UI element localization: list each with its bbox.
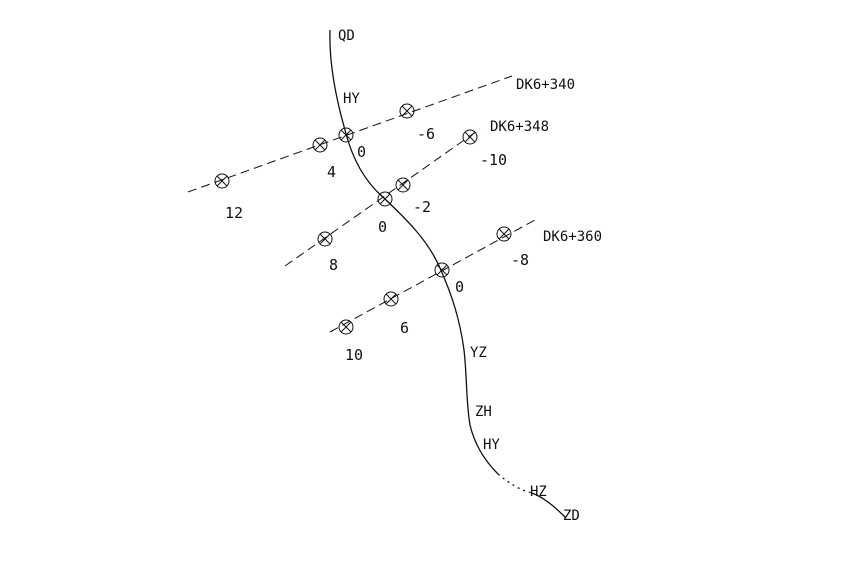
curve-point-hy-top-label: HY	[343, 91, 360, 107]
route-centerline-transition	[497, 473, 533, 494]
route-centerline-end	[531, 492, 567, 519]
stake-marker	[383, 291, 399, 307]
stake-markers	[214, 103, 512, 335]
offset-label: -10	[480, 151, 507, 169]
curve-point-zh-label: ZH	[475, 404, 492, 420]
curve-point-qd-label: QD	[338, 28, 355, 44]
section-line-dk6-360	[329, 219, 536, 333]
offset-label: 0	[455, 278, 464, 296]
stake-marker	[434, 262, 450, 278]
stake-marker	[338, 319, 354, 335]
stake-marker	[214, 173, 230, 189]
stake-marker	[377, 191, 393, 207]
stake-marker	[338, 127, 354, 143]
section-line-dk6-340	[187, 75, 513, 193]
offset-label: 12	[225, 204, 243, 222]
offset-label: 8	[329, 256, 338, 274]
offset-label: -8	[511, 251, 529, 269]
stake-marker	[317, 231, 333, 247]
section-label-dk6-340: DK6+340	[516, 77, 575, 93]
offset-label: -6	[417, 125, 435, 143]
stake-marker	[462, 129, 478, 145]
stake-marker	[496, 226, 512, 242]
offset-label: 6	[400, 319, 409, 337]
section-label-dk6-348: DK6+348	[490, 119, 549, 135]
section-label-dk6-360: DK6+360	[543, 229, 602, 245]
offset-label: 0	[378, 218, 387, 236]
curve-point-hy-bottom-label: HY	[483, 437, 500, 453]
curve-point-hz-label: HZ	[530, 484, 547, 500]
offset-label: -2	[413, 198, 431, 216]
offset-label: 10	[345, 346, 363, 364]
stake-marker	[395, 177, 411, 193]
offset-label: 4	[327, 163, 336, 181]
section-line-dk6-348	[284, 128, 481, 267]
stake-marker	[312, 137, 328, 153]
curve-point-yz-label: YZ	[470, 345, 487, 361]
offset-label: 0	[357, 143, 366, 161]
stake-marker	[399, 103, 415, 119]
curve-point-zd-label: ZD	[563, 508, 580, 524]
